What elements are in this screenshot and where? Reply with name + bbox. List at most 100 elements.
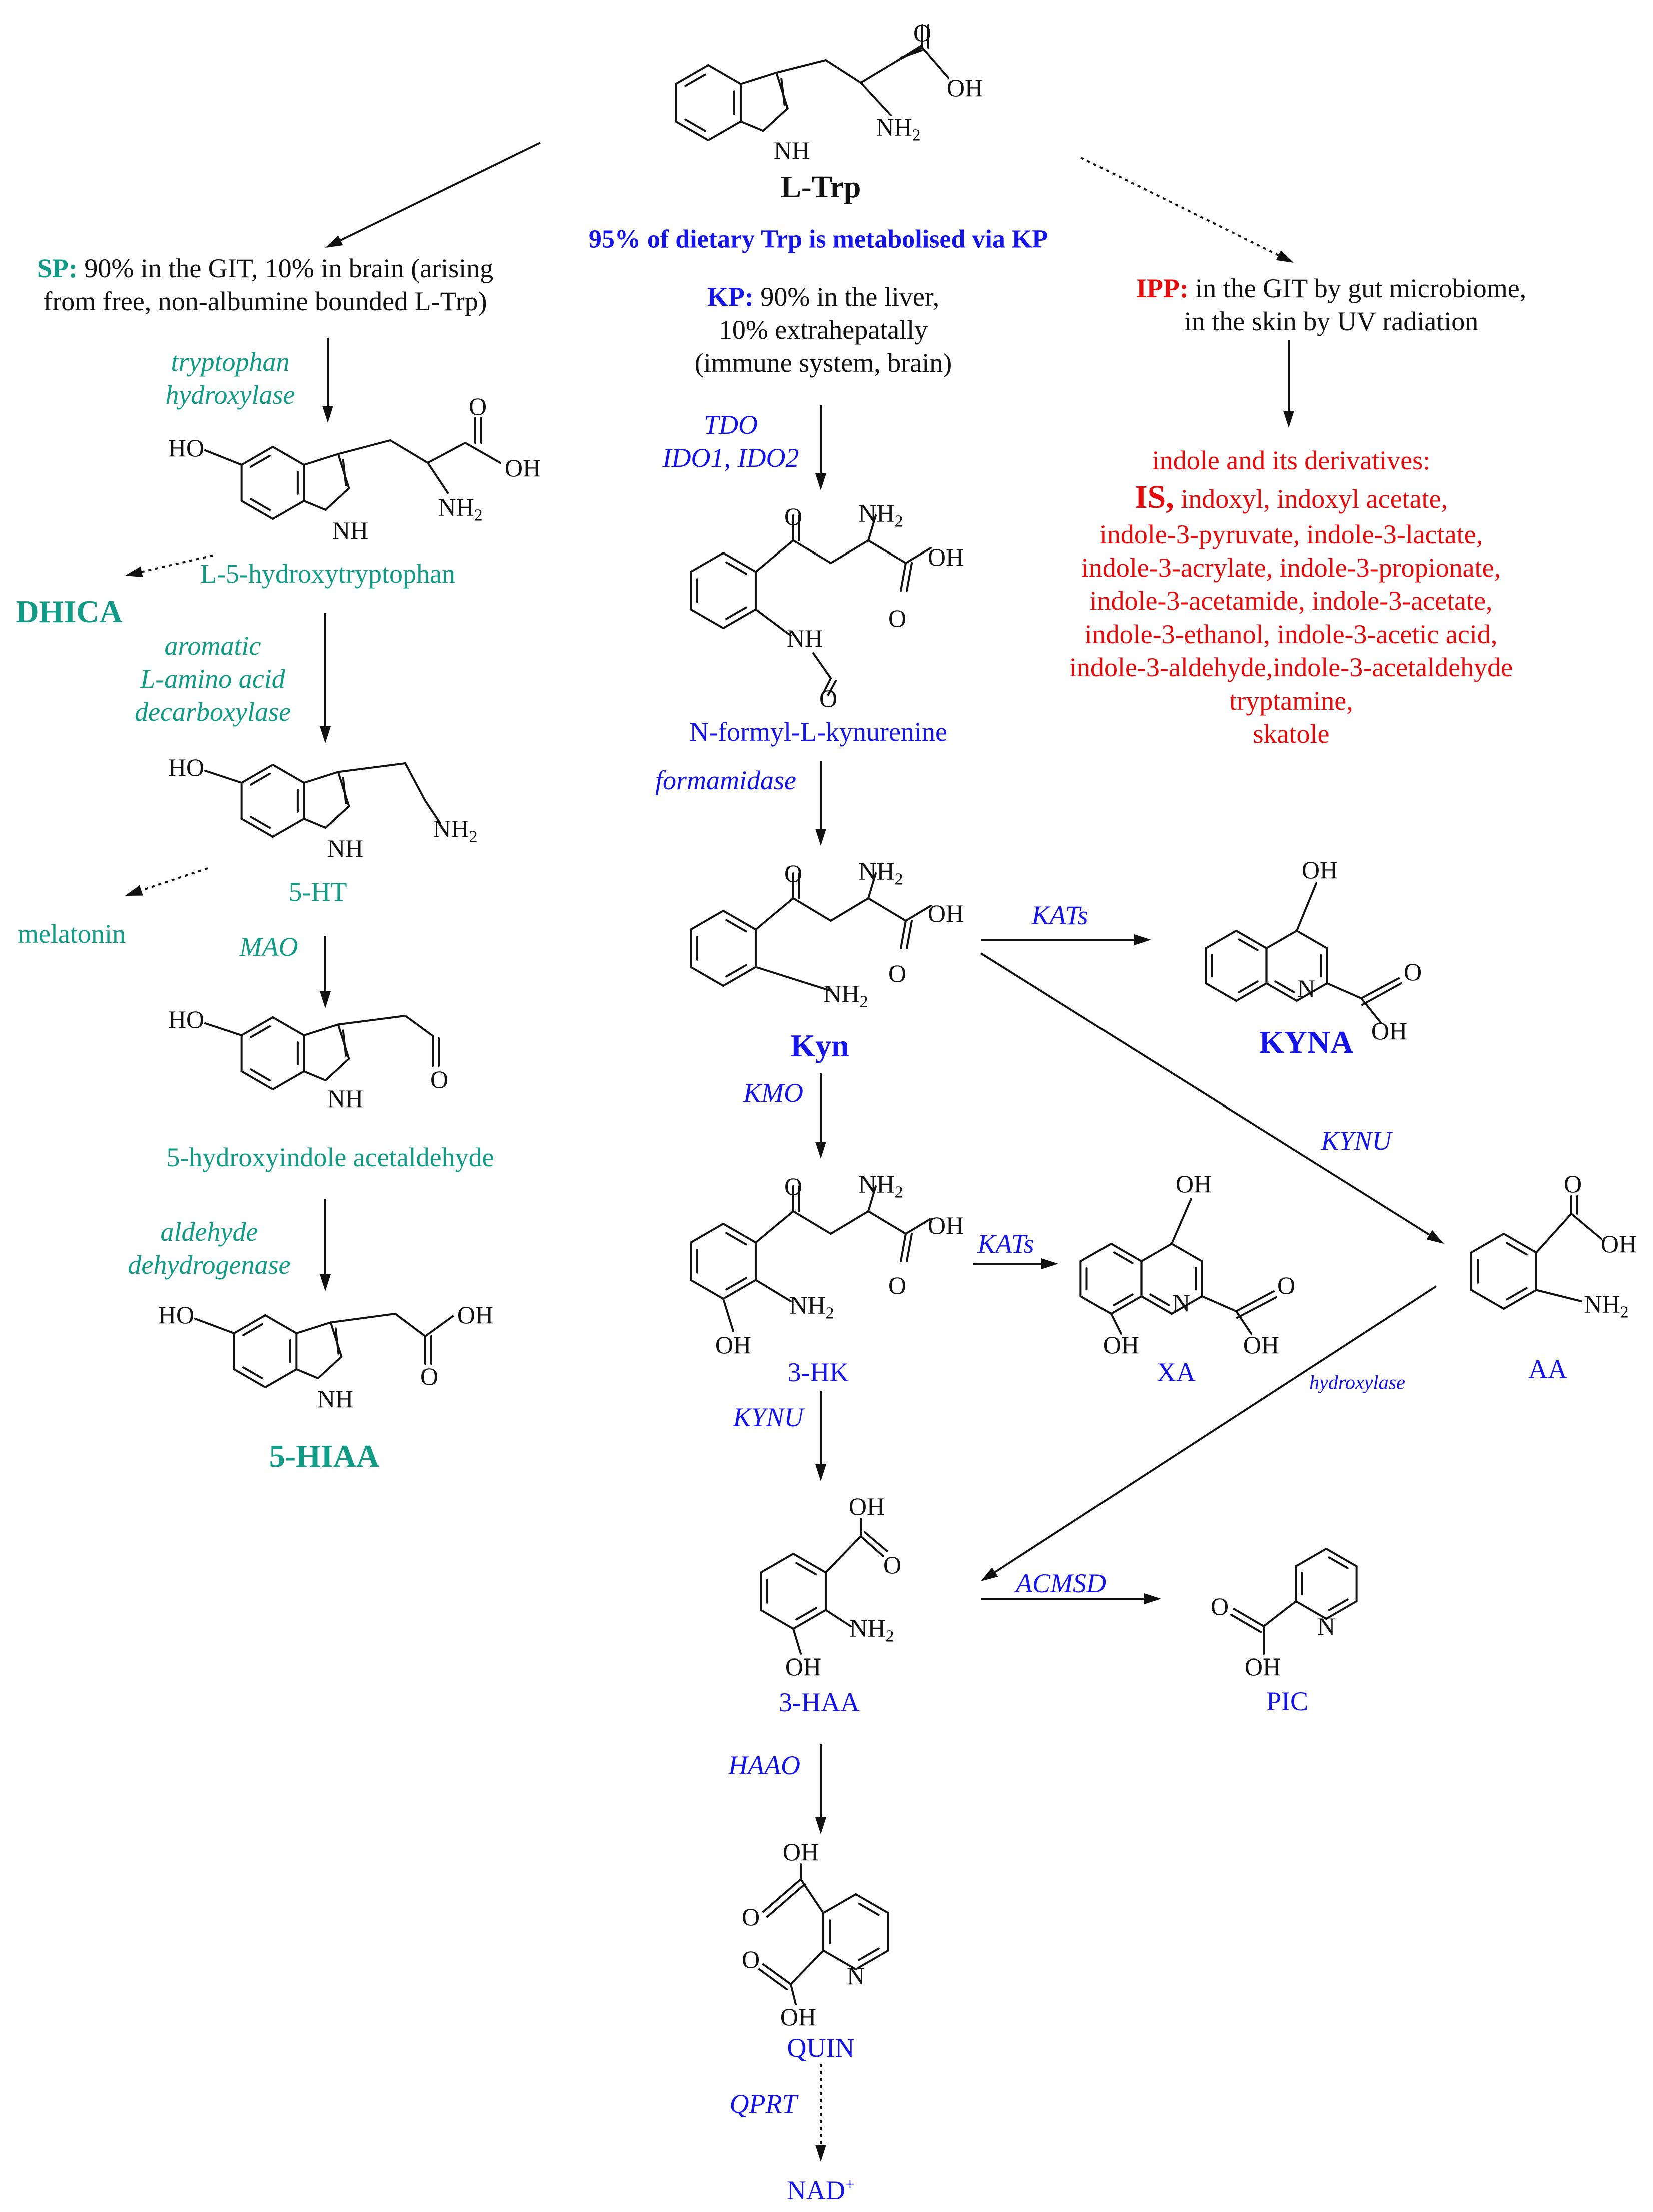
ipp-product-is: IS, — [1134, 479, 1174, 516]
ring-bond — [1296, 930, 1328, 949]
ring-bond — [722, 1223, 757, 1244]
arrow-head — [1283, 411, 1294, 428]
ring-bond — [240, 1016, 274, 1036]
ring-bond — [1470, 1233, 1505, 1254]
kp-compound-kyna: KYNA — [1259, 1024, 1354, 1060]
kp-compound-pic: PIC — [1266, 1686, 1309, 1717]
atom-label: N — [1172, 1289, 1191, 1317]
ring-double-bond — [250, 1025, 271, 1038]
ring-double-bond — [1328, 1556, 1349, 1569]
ring-bond — [762, 107, 789, 132]
ring-bond — [1110, 1295, 1143, 1315]
atom-label: O — [784, 502, 803, 530]
ring-bond — [233, 1314, 266, 1334]
ring-double-bond — [342, 459, 347, 486]
ring-bond — [722, 1279, 757, 1300]
bond — [864, 1531, 888, 1552]
kp-compound-3-haa: 3-HAA — [779, 1687, 860, 1718]
bond — [754, 1279, 792, 1302]
ring-bond — [317, 1355, 343, 1379]
ring-bond — [303, 453, 339, 466]
sp-desc-line1: 90% in the GIT, 10% in brain (arising — [77, 253, 494, 284]
ring-bond — [303, 1023, 339, 1036]
ring-double-bond — [684, 73, 706, 87]
atom-label: O — [1277, 1271, 1296, 1299]
sp-compound-5-hiaa: 5-HIAA — [269, 1438, 380, 1474]
bond — [900, 562, 907, 592]
atom-label: NH2 — [858, 857, 903, 889]
ring-bond — [739, 120, 764, 132]
arrow-head — [125, 885, 143, 896]
ring-bond — [1470, 1289, 1505, 1310]
atom-label: HO — [168, 753, 205, 781]
atom-label: N — [1297, 974, 1316, 1002]
atom-label: OH — [946, 74, 983, 102]
ring-bond — [722, 910, 757, 931]
ring-double-bond — [1506, 1287, 1528, 1301]
ring-bond — [272, 818, 305, 838]
ring-double-bond — [858, 1947, 880, 1961]
bond — [1360, 977, 1400, 999]
kp-enzyme-hydroxylase: hydroxylase — [1309, 1371, 1405, 1394]
ring-bond — [264, 1368, 298, 1388]
atom-label: OH — [1301, 856, 1338, 884]
sp-compound-5-ht: 5-HT — [288, 877, 347, 907]
ring-double-bond — [242, 1366, 264, 1380]
kp-enzyme-formamidase: formamidase — [655, 765, 796, 796]
kp-desc-line3: (immune system, brain) — [694, 347, 952, 378]
arrow-shaft — [141, 867, 208, 892]
sp-description: SP: 90% in the GIT, 10% in brain (arisin… — [37, 252, 493, 318]
arrow-shaft — [340, 142, 541, 241]
bond — [204, 770, 243, 784]
bond — [1235, 1290, 1275, 1312]
ring-bond — [1503, 1289, 1537, 1310]
ring-double-bond — [250, 816, 271, 829]
atom-label: NH2 — [876, 113, 921, 145]
atom-label: O — [784, 859, 803, 887]
bond — [754, 897, 932, 931]
atom-label: O — [430, 1065, 449, 1093]
ring-bond — [1325, 1600, 1358, 1620]
bond — [906, 1233, 913, 1262]
ring-bond — [722, 966, 757, 987]
ring-bond — [722, 552, 757, 573]
bond — [1171, 1198, 1192, 1245]
ring-bond — [1205, 982, 1237, 1002]
bond — [792, 1628, 802, 1655]
atom-label: NH2 — [858, 1170, 903, 1202]
atom-label: O — [883, 1551, 902, 1579]
bond — [1263, 1600, 1297, 1627]
atom-label: O — [1403, 958, 1422, 986]
bond — [900, 1233, 907, 1262]
kp-compound-kyn: Kyn — [790, 1027, 849, 1063]
kp-desc-line2: 10% extrahepatally — [718, 315, 928, 345]
ring-bond — [690, 966, 724, 987]
arrow-head — [981, 1567, 998, 1581]
ring-double-bond — [334, 1327, 340, 1355]
bond — [1230, 1614, 1262, 1633]
arrow-head — [1276, 250, 1294, 263]
ring-bond — [272, 764, 305, 784]
ring-bond — [240, 764, 274, 784]
atom-label: O — [741, 1945, 760, 1973]
sp-compound-5-hydroxyindole-acetaldehyde: 5-hydroxyindole acetaldehyde — [166, 1142, 494, 1173]
atom-label: OH — [715, 1331, 752, 1359]
bond — [1235, 1310, 1252, 1335]
atom-label: NH — [327, 834, 364, 862]
kp-compound-xa: XA — [1157, 1357, 1196, 1388]
reaction-arrows — [125, 142, 1444, 2162]
ring-bond — [1296, 982, 1328, 1002]
ring-bond — [303, 818, 327, 829]
atom-label: O — [888, 604, 907, 632]
ring-bond — [690, 1279, 724, 1300]
ring-bond — [240, 446, 274, 466]
ring-bond — [690, 608, 724, 629]
atom-label: OH — [1244, 1652, 1281, 1681]
ring-double-bond — [1238, 938, 1259, 951]
ring-double-bond — [795, 1607, 817, 1621]
atom-label: O — [819, 684, 838, 712]
structure-bonds — [194, 24, 1602, 2005]
bond — [867, 1185, 877, 1212]
